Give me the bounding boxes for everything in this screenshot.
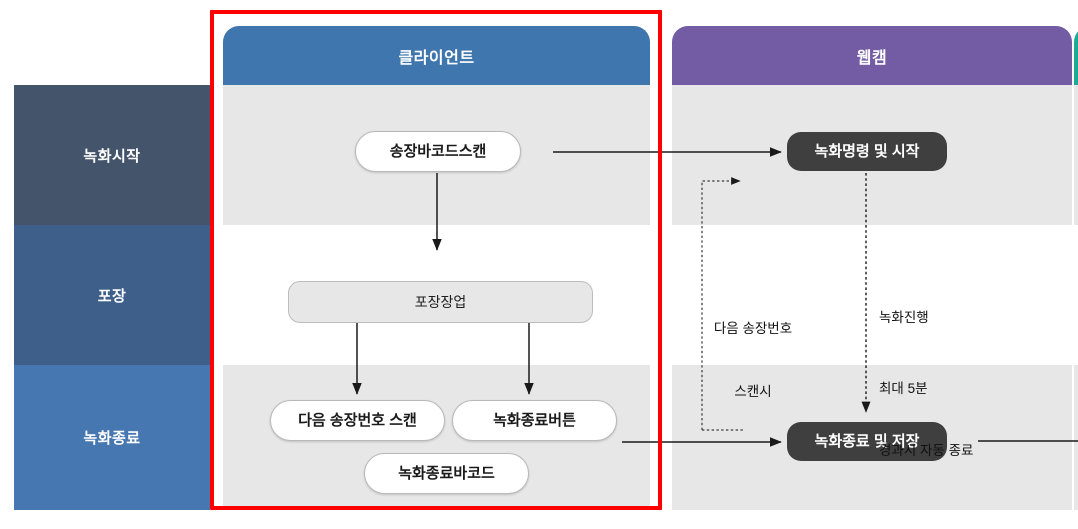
node-label-record-command-start: 녹화명령 및 시작: [814, 142, 920, 160]
node-label-scan-invoice-barcode: 송장바코드스캔: [389, 142, 487, 160]
note-next-invoice-line-1: 다음 송장번호: [713, 320, 793, 336]
node-packing-work[interactable]: 포장장업: [288, 281, 593, 323]
node-record-stop-button[interactable]: 녹화종료버튼: [452, 400, 617, 441]
node-label-packing-work: 포장장업: [414, 293, 467, 310]
node-label-record-stop-save: 녹화종료 및 저장: [814, 432, 920, 450]
lane-band-third-start: [1074, 85, 1078, 225]
lane-header-third-partial: [1074, 26, 1078, 85]
lane-header-client: 클라이언트: [223, 26, 650, 85]
note-recording-progress: 녹화진행 최대 5분 경과시 자동 종료: [879, 266, 1019, 504]
lane-title-webcam: 웹캠: [856, 49, 888, 67]
node-scan-invoice-barcode[interactable]: 송장바코드스캔: [355, 131, 521, 172]
note-recording-line-3: 경과시 자동 종료: [879, 443, 974, 459]
phase-row-record-start: 녹화시작: [14, 85, 210, 225]
node-record-stop-save[interactable]: 녹화종료 및 저장: [787, 422, 947, 461]
phase-label-packing: 포장: [97, 287, 127, 305]
node-next-invoice-scan[interactable]: 다음 송장번호 스캔: [270, 400, 445, 441]
lane-third-partial: [1074, 26, 1078, 510]
highlight-rectangle-client-lane: [210, 10, 662, 510]
node-record-command-start[interactable]: 녹화명령 및 시작: [787, 132, 947, 171]
node-label-record-stop-button: 녹화종료버튼: [493, 411, 576, 429]
node-label-next-invoice-scan: 다음 송장번호 스캔: [298, 411, 417, 429]
phase-row-packing: 포장: [14, 225, 210, 365]
phase-label-record-start: 녹화시작: [83, 147, 141, 165]
phase-row-record-end: 녹화종료: [14, 365, 210, 510]
lane-band-third-end: [1074, 365, 1078, 510]
phase-label-record-end: 녹화종료: [83, 430, 141, 447]
note-recording-line-2: 최대 5분: [879, 380, 928, 396]
node-record-stop-barcode[interactable]: 녹화종료바코드: [364, 453, 529, 494]
node-label-record-stop-barcode: 녹화종료바코드: [398, 464, 495, 482]
note-next-invoice-scan-condition: 다음 송장번호 스캔시: [703, 277, 803, 444]
note-recording-line-1: 녹화진행: [879, 309, 929, 325]
lane-body-third-partial: [1074, 85, 1078, 510]
lane-title-client: 클라이언트: [398, 49, 475, 67]
note-next-invoice-line-2: 스캔시: [734, 383, 772, 399]
lane-header-webcam: 웹캠: [672, 26, 1072, 85]
